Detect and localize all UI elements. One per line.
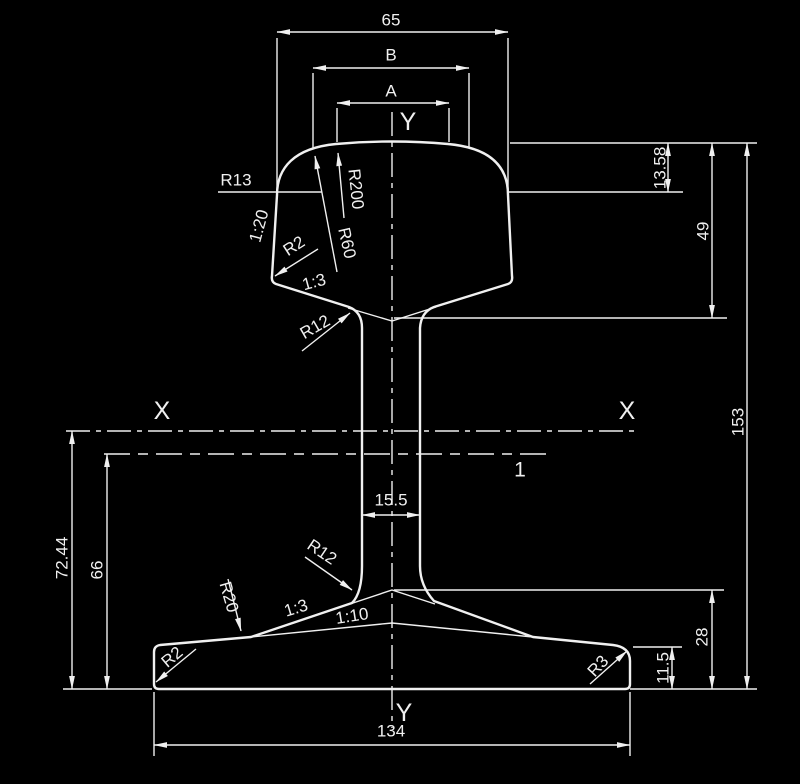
labels: 65 B A Y Y X X 1 R13 1:20 R200 R60 R2 1:… [53, 11, 748, 741]
dim-65-text: 65 [382, 11, 401, 30]
r2-foot-label: R2 [158, 643, 187, 672]
dim-28-text: 28 [693, 628, 712, 647]
slope-1-20-label: 1:20 [246, 208, 273, 245]
dim-134-text: 134 [377, 722, 405, 741]
dim-11.5-text: 11.5 [654, 652, 673, 684]
r12-foot-leader [304, 556, 353, 591]
r3-foot-label: R3 [584, 652, 613, 681]
r200-label: R200 [344, 168, 367, 210]
dim-153-text: 153 [729, 408, 748, 436]
foot-slope-1-3-construction [349, 589, 436, 605]
leader-lines [155, 152, 628, 685]
r12-head-leader [301, 312, 351, 352]
dimension-lines [69, 29, 750, 748]
y-axis-label-top: Y [400, 108, 417, 136]
rail-profile-outline [152, 140, 632, 691]
r2-head-leader [274, 248, 319, 277]
dim-49-text: 49 [694, 222, 713, 241]
x-axis-label-left: X [154, 397, 171, 425]
r2-foot-leader [155, 648, 197, 683]
dim-A-text: A [385, 82, 397, 101]
r12-foot-label: R12 [304, 535, 340, 568]
r20-foot-leader [227, 578, 242, 632]
r12-head-label: R12 [297, 311, 334, 343]
dim-15.5-text: 15.5 [374, 491, 407, 510]
slope-1-3-foot-label: 1:3 [282, 595, 310, 620]
slope-1-3-head-label: 1:3 [300, 270, 328, 294]
dim-66-text: 66 [88, 561, 107, 580]
dim-B-text: B [385, 46, 396, 65]
r3-foot-leader [589, 650, 628, 685]
dim-13.58-text: 13.58 [651, 147, 670, 190]
x-axis-label-right: X [619, 397, 636, 425]
r60-leader [314, 155, 338, 273]
r20-foot-label: R20 [216, 579, 243, 614]
section-1-label: 1 [514, 459, 526, 482]
r60-label: R60 [334, 226, 360, 261]
r200-leader [336, 152, 345, 219]
slope-1-10-foot-label: 1:10 [334, 604, 370, 628]
r2-head-label: R2 [280, 232, 309, 260]
dim-72.44-text: 72.44 [53, 537, 72, 580]
r13-label: R13 [220, 171, 251, 190]
y-axis-label-bottom: Y [396, 699, 413, 727]
